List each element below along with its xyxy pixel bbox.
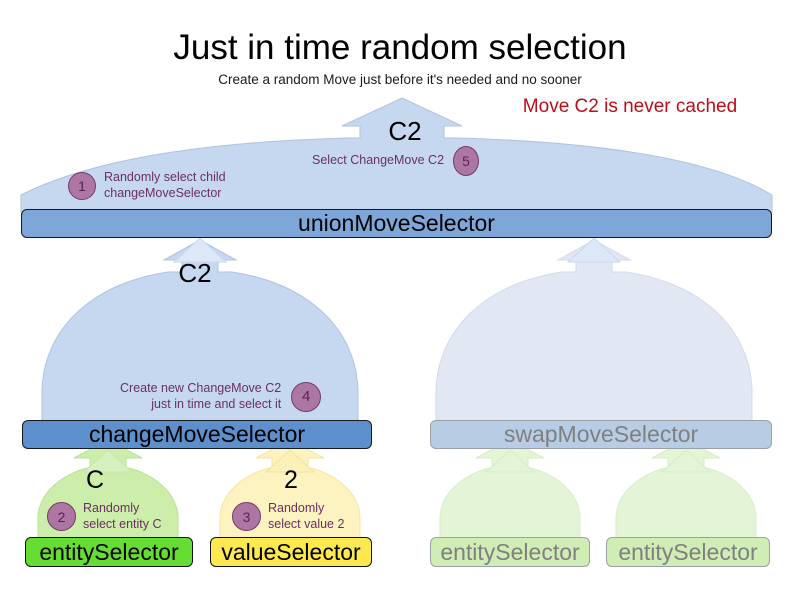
step-annotation-2: 2 Randomly select entity C [47, 501, 162, 532]
node-value-selector[interactable]: valueSelector [210, 537, 372, 567]
node-swap-move-selector[interactable]: swapMoveSelector [430, 420, 772, 449]
move-label-union-output: C2 [388, 116, 422, 146]
step-annotation-1: 1 Randomly select child changeMoveSelect… [68, 170, 226, 201]
node-union-move-selector[interactable]: unionMoveSelector [21, 209, 772, 238]
dome-swap-output [435, 239, 753, 423]
step-annotation-5: Select ChangeMove C2 5 [312, 146, 480, 176]
node-entity-selector[interactable]: entitySelector [25, 537, 193, 567]
step-3-text: Randomly select value 2 [268, 501, 344, 532]
connector-arrow-swap-to-union [566, 237, 622, 263]
step-4-text: Create new ChangeMove C2 just in time an… [120, 381, 281, 412]
step-3-badge: 3 [232, 502, 261, 532]
move-label-change-output: C2 [178, 258, 212, 288]
page-title: Just in time random selection [173, 28, 627, 67]
move-label-entity-output: C [85, 466, 105, 494]
step-2-badge: 2 [47, 502, 76, 532]
step-5-badge: 5 [453, 146, 480, 176]
step-1-text-line2: changeMoveSelector [104, 185, 222, 200]
connector-arrow-entity-faded-2-to-swap [660, 449, 712, 473]
step-4-text-line1: Create new ChangeMove C2 [120, 381, 282, 395]
move-label-value-output: 2 [284, 466, 298, 494]
step-3-text-line1: Randomly [268, 501, 325, 515]
warning-note: Move C2 is never cached [0, 96, 800, 118]
page-subtitle: Create a random Move just before it's ne… [218, 72, 582, 87]
step-1-text-line1: Randomly select child [104, 170, 226, 184]
node-change-move-selector[interactable]: changeMoveSelector [22, 420, 372, 449]
step-4-text-line2: just in time and select it [151, 396, 282, 411]
node-entity-selector-faded-1[interactable]: entitySelector [430, 537, 590, 567]
dome-entity-faded-1-output [439, 439, 581, 540]
step-4-badge: 4 [291, 381, 322, 412]
step-annotation-3: 3 Randomly select value 2 [232, 501, 344, 532]
step-5-text: Select ChangeMove C2 [312, 153, 445, 168]
warning-note-text: Move C2 is never cached [522, 96, 738, 117]
connector-arrow-entity-faded-1-to-swap [484, 449, 536, 473]
step-annotation-4: Create new ChangeMove C2 just in time an… [120, 381, 322, 412]
node-entity-selector-faded-2[interactable]: entitySelector [606, 537, 770, 567]
dome-entity-faded-2-output [615, 439, 757, 540]
step-2-text-line2: select entity C [83, 516, 162, 531]
step-2-text-line1: Randomly [83, 501, 140, 515]
step-2-text: Randomly select entity C [83, 501, 162, 532]
step-3-text-line2: select value 2 [268, 516, 345, 531]
step-1-text: Randomly select child changeMoveSelector [104, 170, 226, 201]
step-1-badge: 1 [68, 171, 96, 200]
